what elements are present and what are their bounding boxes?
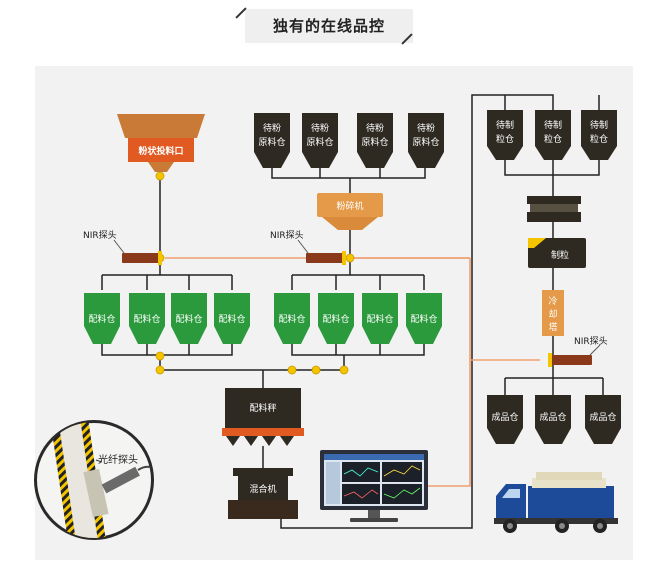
mixer-label: 混合机 xyxy=(249,483,276,495)
product-bin-label: 成品仓 xyxy=(491,411,518,423)
batch-bin-label: 配料仓 xyxy=(175,313,202,325)
cooler: 冷 却 塔 xyxy=(542,290,564,336)
batch-bins-right: 配料仓 配料仓 配料仓 配料仓 xyxy=(274,293,442,344)
raw-bin: 待粉 原料仓 xyxy=(302,113,338,168)
title-banner: 独有的在线品控 xyxy=(245,9,413,43)
mixer: 混合机 xyxy=(228,468,298,519)
batch-bin: 配料仓 xyxy=(318,293,354,344)
pellet-bin-label-1: 待制 xyxy=(590,119,608,131)
raw-bin-label-2: 原料仓 xyxy=(306,136,333,148)
batch-bin: 配料仓 xyxy=(214,293,250,344)
pellet-bin-label-2: 粒仓 xyxy=(544,133,562,145)
pellet-bin: 待制 粒仓 xyxy=(535,110,571,160)
batch-scale-label: 配料秤 xyxy=(249,402,276,414)
powder-inlet-hopper: 粉状投料口 xyxy=(117,114,205,172)
batch-bin: 配料仓 xyxy=(171,293,207,344)
raw-bin-label-2: 原料仓 xyxy=(258,136,285,148)
cooler-label-1: 冷 xyxy=(548,295,557,307)
batch-bin-label: 配料仓 xyxy=(322,313,349,325)
batch-scale: 配料秤 xyxy=(222,388,304,446)
pellet-bin: 待制 粒仓 xyxy=(487,110,523,160)
nir-right-label: NIR探头 xyxy=(574,335,608,347)
pellet-bin-label-2: 粒仓 xyxy=(496,133,514,145)
grinder-label: 粉碎机 xyxy=(336,200,363,212)
nir-probe-mid: NIR探头 xyxy=(270,229,346,265)
pellet-bin: 待制 粒仓 xyxy=(581,110,617,160)
nir-probe-left: NIR探头 xyxy=(83,229,162,265)
raw-bin-label-2: 原料仓 xyxy=(412,136,439,148)
powder-inlet-label: 粉状投料口 xyxy=(138,145,183,157)
raw-bin-label-1: 待粉 xyxy=(311,122,329,134)
product-bins: 成品仓 成品仓 成品仓 xyxy=(487,395,621,444)
pellet-bin-label-1: 待制 xyxy=(544,119,562,131)
nir-mid-label: NIR探头 xyxy=(270,229,304,241)
cooler-label-3: 塔 xyxy=(548,321,557,333)
batch-bin: 配料仓 xyxy=(84,293,120,344)
batch-bin-label: 配料仓 xyxy=(88,313,115,325)
nir-probe-right: NIR探头 xyxy=(548,335,608,367)
product-bin-label: 成品仓 xyxy=(539,411,566,423)
raw-bin-label-1: 待粉 xyxy=(417,122,435,134)
batch-bin-label: 配料仓 xyxy=(218,313,245,325)
delivery-truck-icon xyxy=(494,472,618,533)
pelletizer: 制粒 xyxy=(528,238,586,268)
pellet-bins: 待制 粒仓 待制 粒仓 待制 粒仓 xyxy=(487,110,617,160)
product-bin: 成品仓 xyxy=(535,395,571,444)
page-title: 独有的在线品控 xyxy=(272,17,385,35)
product-bin: 成品仓 xyxy=(487,395,523,444)
batch-bin: 配料仓 xyxy=(362,293,398,344)
raw-bin: 待粉 原料仓 xyxy=(254,113,290,168)
cooler-label-2: 却 xyxy=(548,309,557,320)
raw-bin-label-1: 待粉 xyxy=(263,122,281,134)
pellet-bin-label-2: 粒仓 xyxy=(590,133,608,145)
batch-bins-left: 配料仓 配料仓 配料仓 配料仓 xyxy=(84,293,250,344)
conditioner xyxy=(527,196,581,222)
product-bin-label: 成品仓 xyxy=(589,411,616,423)
raw-bins: 待粉 原料仓 待粉 原料仓 待粉 原料仓 待粉 原料仓 xyxy=(254,113,444,168)
product-bin: 成品仓 xyxy=(585,395,621,444)
batch-bin: 配料仓 xyxy=(274,293,310,344)
monitor xyxy=(320,450,428,522)
raw-bin: 待粉 原料仓 xyxy=(357,113,393,168)
batch-bin-label: 配料仓 xyxy=(366,313,393,325)
pelletizer-label: 制粒 xyxy=(551,249,569,261)
grinder: 粉碎机 xyxy=(317,193,383,230)
raw-bin-label-2: 原料仓 xyxy=(361,136,388,148)
batch-bin: 配料仓 xyxy=(129,293,165,344)
fiber-probe-closeup: 光纤探头 xyxy=(34,420,154,540)
batch-bin: 配料仓 xyxy=(406,293,442,344)
fiber-probe-label: 光纤探头 xyxy=(98,453,138,466)
nir-left-label: NIR探头 xyxy=(83,229,117,241)
raw-bin-label-1: 待粉 xyxy=(366,122,384,134)
raw-bin: 待粉 原料仓 xyxy=(408,113,444,168)
batch-bin-label: 配料仓 xyxy=(133,313,160,325)
pellet-bin-label-1: 待制 xyxy=(496,119,514,131)
batch-bin-label: 配料仓 xyxy=(410,313,437,325)
batch-bin-label: 配料仓 xyxy=(278,313,305,325)
flow-lines xyxy=(101,94,604,529)
